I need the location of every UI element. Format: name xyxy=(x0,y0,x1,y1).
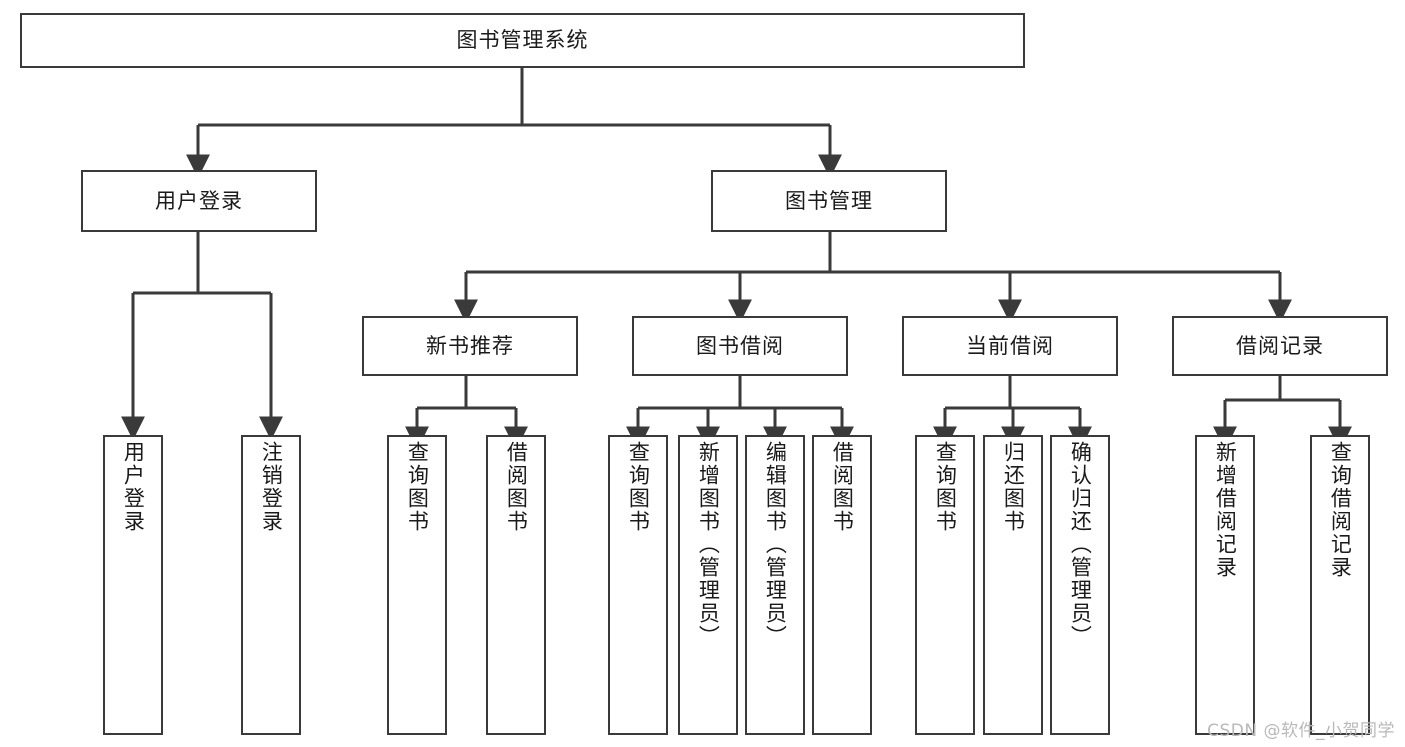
node-user-login-label: 用户登录 xyxy=(155,188,243,213)
leaf-current-borrow-query[interactable]: 查询图书 xyxy=(915,435,975,735)
leaf-current-borrow-confirm-admin[interactable]: 确认归还（管理员） xyxy=(1050,435,1110,735)
leaf-label: 借阅图书 xyxy=(504,441,529,533)
leaf-current-borrow-return[interactable]: 归还图书 xyxy=(983,435,1043,735)
leaf-book-borrow-add-admin[interactable]: 新增图书（管理员） xyxy=(678,435,738,735)
leaf-new-book-borrow[interactable]: 借阅图书 xyxy=(486,435,546,735)
node-root-label: 图书管理系统 xyxy=(456,28,589,52)
leaf-label: 编辑图书（管理员） xyxy=(763,441,788,648)
node-user-login[interactable]: 用户登录 xyxy=(81,170,317,232)
leaf-label: 查询借阅记录 xyxy=(1328,441,1353,579)
leaf-label: 确认归还（管理员） xyxy=(1068,441,1093,648)
leaf-user-login-login[interactable]: 用户登录 xyxy=(103,435,163,735)
leaf-label: 新增图书（管理员） xyxy=(696,441,721,648)
leaf-label: 借阅图书 xyxy=(830,441,855,533)
node-borrow-record[interactable]: 借阅记录 xyxy=(1172,316,1388,376)
node-book-borrow[interactable]: 图书借阅 xyxy=(632,316,848,376)
node-new-book-recommend-label: 新书推荐 xyxy=(426,333,514,358)
leaf-book-borrow-query[interactable]: 查询图书 xyxy=(608,435,668,735)
leaf-user-login-logout[interactable]: 注销登录 xyxy=(241,435,301,735)
leaf-borrow-record-query[interactable]: 查询借阅记录 xyxy=(1310,435,1370,735)
node-root[interactable]: 图书管理系统 xyxy=(20,13,1025,68)
node-current-borrow[interactable]: 当前借阅 xyxy=(902,316,1118,376)
leaf-new-book-query[interactable]: 查询图书 xyxy=(387,435,447,735)
node-borrow-record-label: 借阅记录 xyxy=(1236,333,1324,358)
leaf-label: 注销登录 xyxy=(259,441,284,533)
leaf-label: 查询图书 xyxy=(405,441,430,533)
csdn-watermark: CSDN @软件_小贺同学 xyxy=(1207,721,1395,741)
leaf-book-borrow-borrow[interactable]: 借阅图书 xyxy=(812,435,872,735)
node-book-borrow-label: 图书借阅 xyxy=(696,333,784,358)
leaf-label: 查询图书 xyxy=(933,441,958,533)
node-new-book-recommend[interactable]: 新书推荐 xyxy=(362,316,578,376)
leaf-borrow-record-add[interactable]: 新增借阅记录 xyxy=(1195,435,1255,735)
leaf-book-borrow-edit-admin[interactable]: 编辑图书（管理员） xyxy=(745,435,805,735)
node-book-management-label: 图书管理 xyxy=(785,188,873,213)
leaf-label: 查询图书 xyxy=(626,441,651,533)
leaf-label: 归还图书 xyxy=(1001,441,1026,533)
leaf-label: 用户登录 xyxy=(121,441,146,533)
node-book-management[interactable]: 图书管理 xyxy=(711,170,947,232)
node-current-borrow-label: 当前借阅 xyxy=(966,333,1054,358)
leaf-label: 新增借阅记录 xyxy=(1213,441,1238,579)
